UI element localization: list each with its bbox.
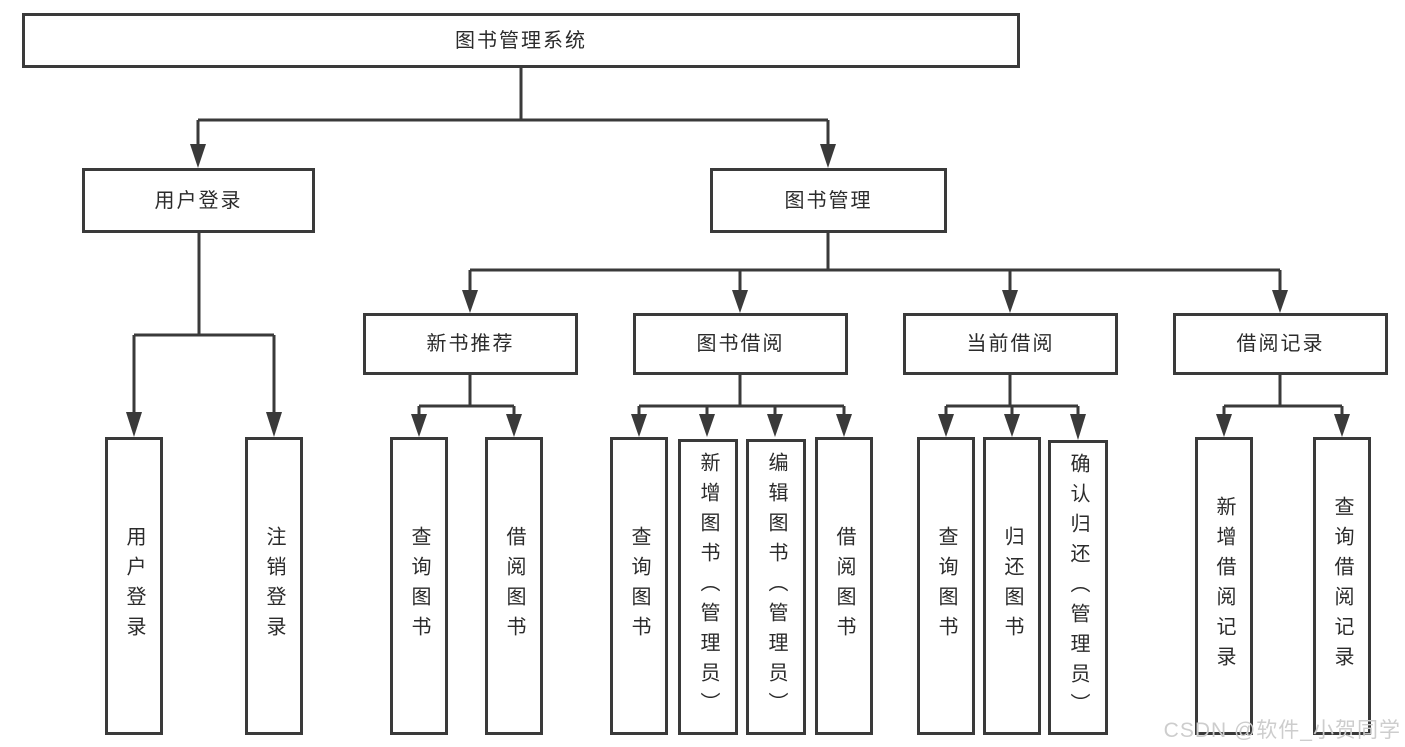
node-current-borrow: 当前借阅 bbox=[903, 313, 1118, 375]
leaf-query-borrow-record: 查询借阅记录 bbox=[1313, 437, 1371, 735]
leaf-return-books: 归还图书 bbox=[983, 437, 1041, 735]
leaf-add-books-admin: 新增图书（管理员） bbox=[678, 439, 738, 735]
csdn-watermark: CSDN @软件_小贺同学 bbox=[1163, 719, 1401, 742]
leaf-borrow-books-recommend: 借阅图书 bbox=[485, 437, 543, 735]
node-book-management: 图书管理 bbox=[710, 168, 947, 233]
leaf-edit-books-admin: 编辑图书（管理员） bbox=[746, 439, 806, 735]
leaf-query-books-current: 查询图书 bbox=[917, 437, 975, 735]
node-borrow-records: 借阅记录 bbox=[1173, 313, 1388, 375]
leaf-user-login: 用户登录 bbox=[105, 437, 163, 735]
node-system-root: 图书管理系统 bbox=[22, 13, 1020, 68]
leaf-query-books-recommend: 查询图书 bbox=[390, 437, 448, 735]
leaf-borrow-books: 借阅图书 bbox=[815, 437, 873, 735]
leaf-confirm-return-admin: 确认归还（管理员） bbox=[1048, 440, 1108, 735]
node-user-login: 用户登录 bbox=[82, 168, 315, 233]
leaf-query-books-borrow: 查询图书 bbox=[610, 437, 668, 735]
node-book-borrow: 图书借阅 bbox=[633, 313, 848, 375]
leaf-logout: 注销登录 bbox=[245, 437, 303, 735]
node-new-book-recommend: 新书推荐 bbox=[363, 313, 578, 375]
leaf-add-borrow-record: 新增借阅记录 bbox=[1195, 437, 1253, 735]
